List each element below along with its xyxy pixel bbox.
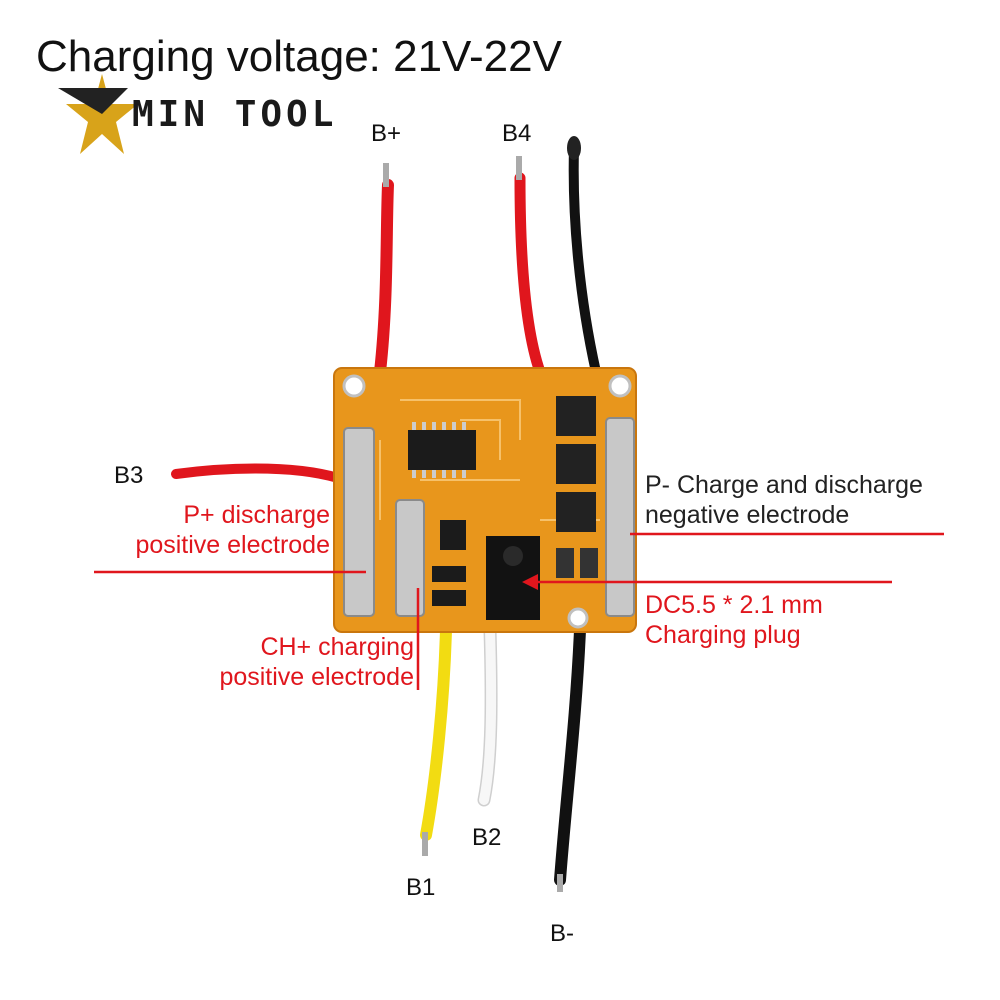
ic-pins [412, 422, 466, 478]
wire-b-minus-ntc [568, 143, 601, 377]
diode-2 [432, 590, 466, 606]
wire-tip-b1 [422, 832, 428, 856]
callout-ch-plus: CH+ charging positive electrode [196, 632, 414, 692]
wire-tip-b-minus [557, 874, 563, 892]
mount-hole-tl [342, 374, 366, 398]
callout-p-minus-line1: P- Charge and discharge [645, 471, 923, 499]
arrow-icon [522, 574, 538, 590]
mosfet-1 [556, 396, 596, 436]
wire-label-b4: B4 [502, 120, 532, 147]
wire-b4 [514, 172, 546, 378]
callout-dc-plug-line1: DC5.5 * 2.1 mm [645, 591, 823, 619]
small-ic [440, 520, 466, 550]
mount-hole-tr [608, 374, 632, 398]
callout-dc-plug-line2: Charging plug [645, 621, 801, 649]
wire-b2 [479, 625, 497, 805]
resistor-1 [556, 548, 574, 578]
bms-ic-chip [408, 430, 476, 470]
callout-p-plus: P+ discharge positive electrode [94, 500, 330, 560]
wire-label-b3: B3 [114, 462, 144, 489]
star-icon [58, 74, 138, 154]
wire-label-b2: B2 [472, 824, 502, 851]
wire-label-b-plus: B+ [371, 120, 402, 147]
callout-p-plus-line2: positive electrode [135, 531, 330, 559]
callout-dc-plug: DC5.5 * 2.1 mm Charging plug [645, 590, 823, 650]
mount-hole-br [567, 607, 589, 629]
callout-ch-plus-line1: CH+ charging [260, 633, 414, 661]
page-title: Charging voltage: 21V-22V [36, 32, 562, 81]
wire-b1 [420, 624, 452, 841]
dc-jack-socket [503, 546, 523, 566]
battery-terminals [343, 417, 635, 617]
callout-ch-plus-line2: positive electrode [219, 663, 414, 691]
brand-logo: MIN TOOL [58, 70, 333, 160]
mosfet-3 [556, 492, 596, 532]
wire-tip-b-plus [383, 163, 389, 187]
resistor-2 [580, 548, 598, 578]
wire-b3 [171, 463, 343, 483]
wire-label-b-minus: B- [550, 920, 574, 947]
callout-p-minus: P- Charge and discharge negative electro… [645, 470, 923, 530]
ntc-thermistor [567, 136, 581, 160]
wire-tip-b4 [516, 156, 522, 180]
wire-label-b1: B1 [406, 874, 436, 901]
diode-1 [432, 566, 466, 582]
wire-b-plus [374, 179, 394, 378]
callout-p-minus-line2: negative electrode [645, 501, 850, 529]
annotation-lines [94, 532, 944, 690]
mosfet-2 [556, 444, 596, 484]
wire-b-minus [554, 624, 586, 886]
callout-p-plus-line1: P+ discharge [183, 501, 330, 529]
brand-logo-text: MIN TOOL [132, 94, 338, 135]
